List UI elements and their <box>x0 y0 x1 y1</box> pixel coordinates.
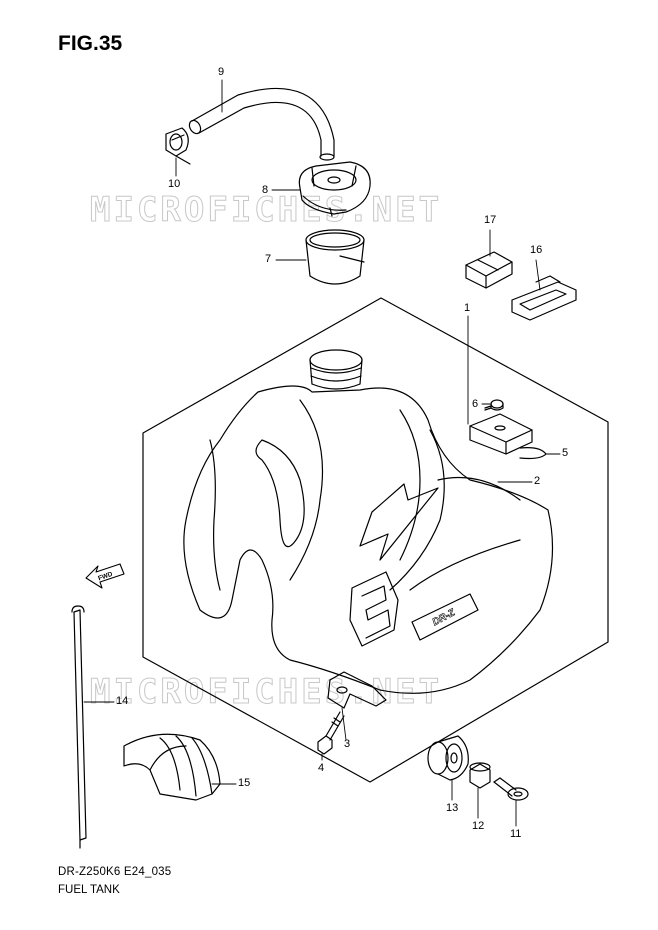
callout-12: 12 <box>472 820 485 832</box>
callout-1: 1 <box>464 302 471 314</box>
forward-arrow-label: FWD <box>97 571 114 583</box>
callout-11: 11 <box>510 828 522 840</box>
callout-14: 14 <box>116 695 129 707</box>
callout-5: 5 <box>562 447 569 459</box>
rubber-seat-cushion-part <box>123 733 221 801</box>
assembly-frame <box>142 297 609 783</box>
tank-cushion-part <box>427 735 469 781</box>
model-code-label: DR-Z250K6 E24_035 <box>58 866 172 878</box>
callout-3: 3 <box>344 738 351 750</box>
callout-9: 9 <box>218 66 225 78</box>
collar-part <box>469 762 491 789</box>
tank-decal-text: DR-Z <box>431 607 458 628</box>
figure-title: FIG.35 <box>58 32 123 55</box>
section-name-label: FUEL TANK <box>58 884 120 896</box>
tank-strap-part <box>511 275 577 321</box>
callout-10: 10 <box>168 178 181 190</box>
callout-6: 6 <box>472 398 479 410</box>
bracket-part <box>469 413 547 460</box>
hose-clip-part <box>165 127 191 165</box>
forward-arrow-icon: FWD <box>85 563 125 589</box>
fuel-hose-part <box>188 87 335 161</box>
screw-part <box>484 399 504 411</box>
rubber-cushion-part <box>465 251 513 289</box>
cable-tie-part <box>71 605 87 849</box>
washer-bolt-part <box>493 777 529 801</box>
cap-ring-part <box>305 229 365 285</box>
callout-16: 16 <box>530 244 543 256</box>
leader-lines <box>83 79 561 827</box>
callout-15: 15 <box>238 777 251 789</box>
bolt-part <box>317 711 345 755</box>
callout-7: 7 <box>265 253 272 265</box>
watermark-bottom: MICROFICHES.NET <box>89 672 443 713</box>
fuel-tank-body <box>183 349 554 709</box>
callout-13: 13 <box>446 802 459 814</box>
callout-8: 8 <box>262 184 269 196</box>
callout-4: 4 <box>318 762 325 774</box>
watermark-top: MICROFICHES.NET <box>89 190 443 231</box>
callout-17: 17 <box>484 214 497 226</box>
callout-2: 2 <box>534 475 541 487</box>
fuel-cap-part <box>298 161 371 217</box>
